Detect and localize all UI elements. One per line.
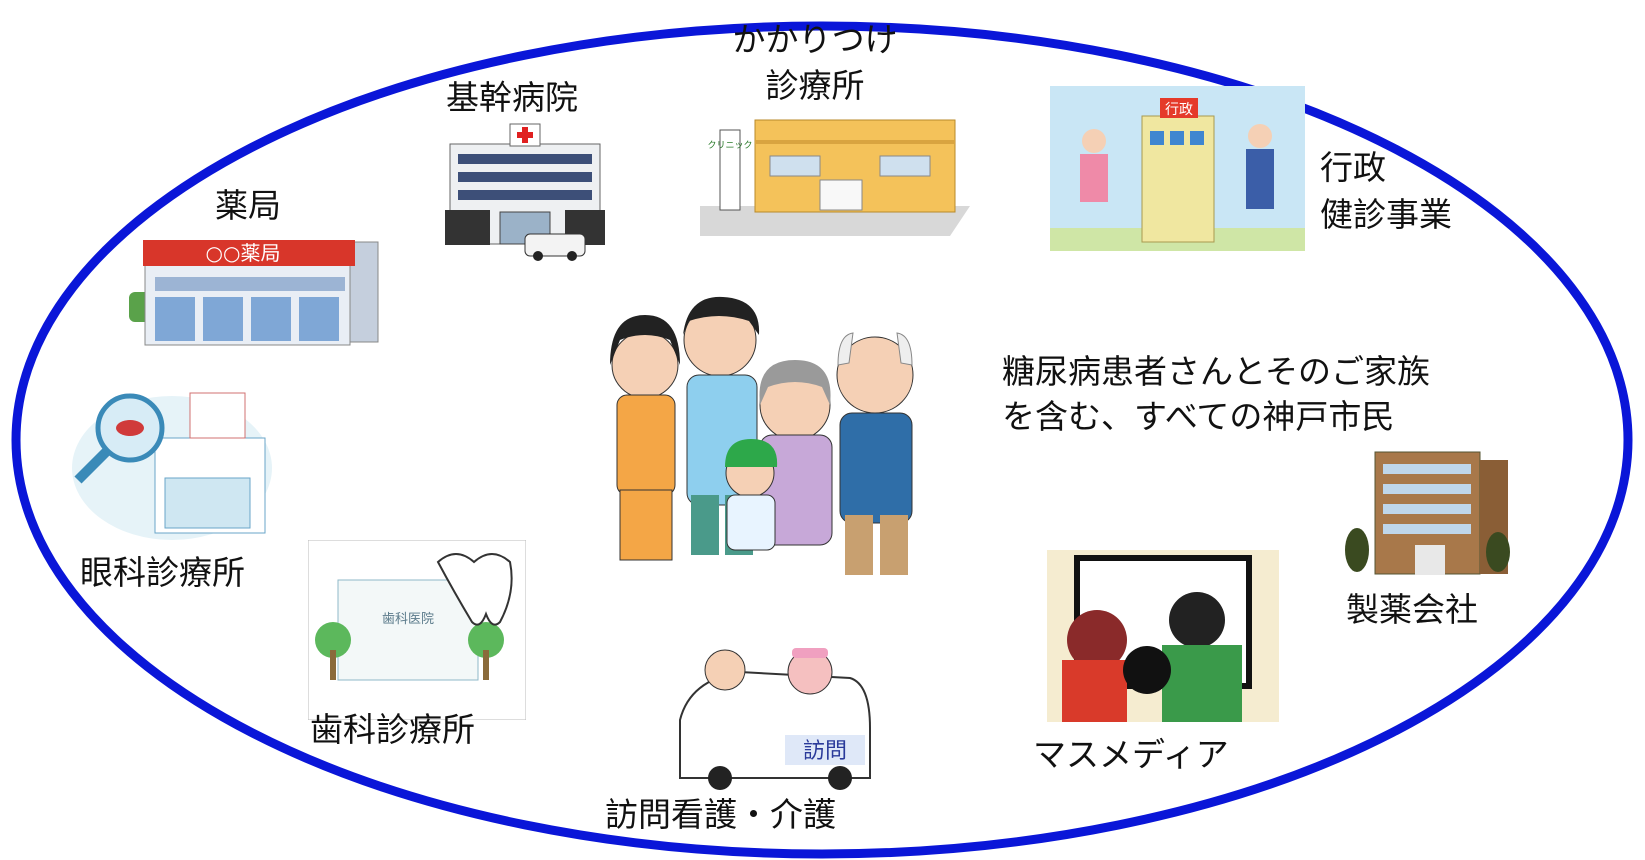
clinic-sign: クリニック <box>707 140 752 151</box>
label-ophthalmology: 眼科診療所 <box>80 553 245 592</box>
home-nursing-icon: 訪問 <box>670 640 880 790</box>
mass-media-icon <box>1047 550 1279 722</box>
family-icon <box>595 295 970 585</box>
center-text-line2: を含む、すべての神戸市民 <box>1002 397 1395 436</box>
center-text-line1: 糖尿病患者さんとそのご家族 <box>1002 352 1431 391</box>
label-family-clinic-2: 診療所 <box>765 66 865 105</box>
government-sign: 行政 <box>1165 102 1193 118</box>
label-government: 行政 <box>1320 148 1386 187</box>
label-home-nursing: 訪問看護・介護 <box>605 795 836 834</box>
ophthalmology-icon <box>60 378 285 546</box>
label-family-clinic-1: かかりつけ <box>732 20 898 59</box>
government-icon: 行政 <box>1050 86 1305 251</box>
label-core-hospital: 基幹病院 <box>446 78 578 117</box>
label-pharma-company: 製薬会社 <box>1346 590 1478 629</box>
label-pharmacy: 薬局 <box>215 186 281 225</box>
pharmacy-icon: ○○薬局 <box>125 232 380 350</box>
hospital-icon <box>440 122 615 262</box>
label-dental: 歯科診療所 <box>310 710 475 749</box>
dental-sign: 歯科医院 <box>382 612 434 627</box>
label-health-checkup: 健診事業 <box>1320 195 1452 234</box>
clinic-icon: クリニック <box>700 118 970 240</box>
pharma-company-icon <box>1345 450 1510 578</box>
dental-icon: 歯科医院 <box>308 540 526 720</box>
label-mass-media: マスメディア <box>1033 735 1229 774</box>
pharmacy-sign: ○○薬局 <box>206 241 281 265</box>
home-nursing-sign: 訪問 <box>803 739 847 764</box>
